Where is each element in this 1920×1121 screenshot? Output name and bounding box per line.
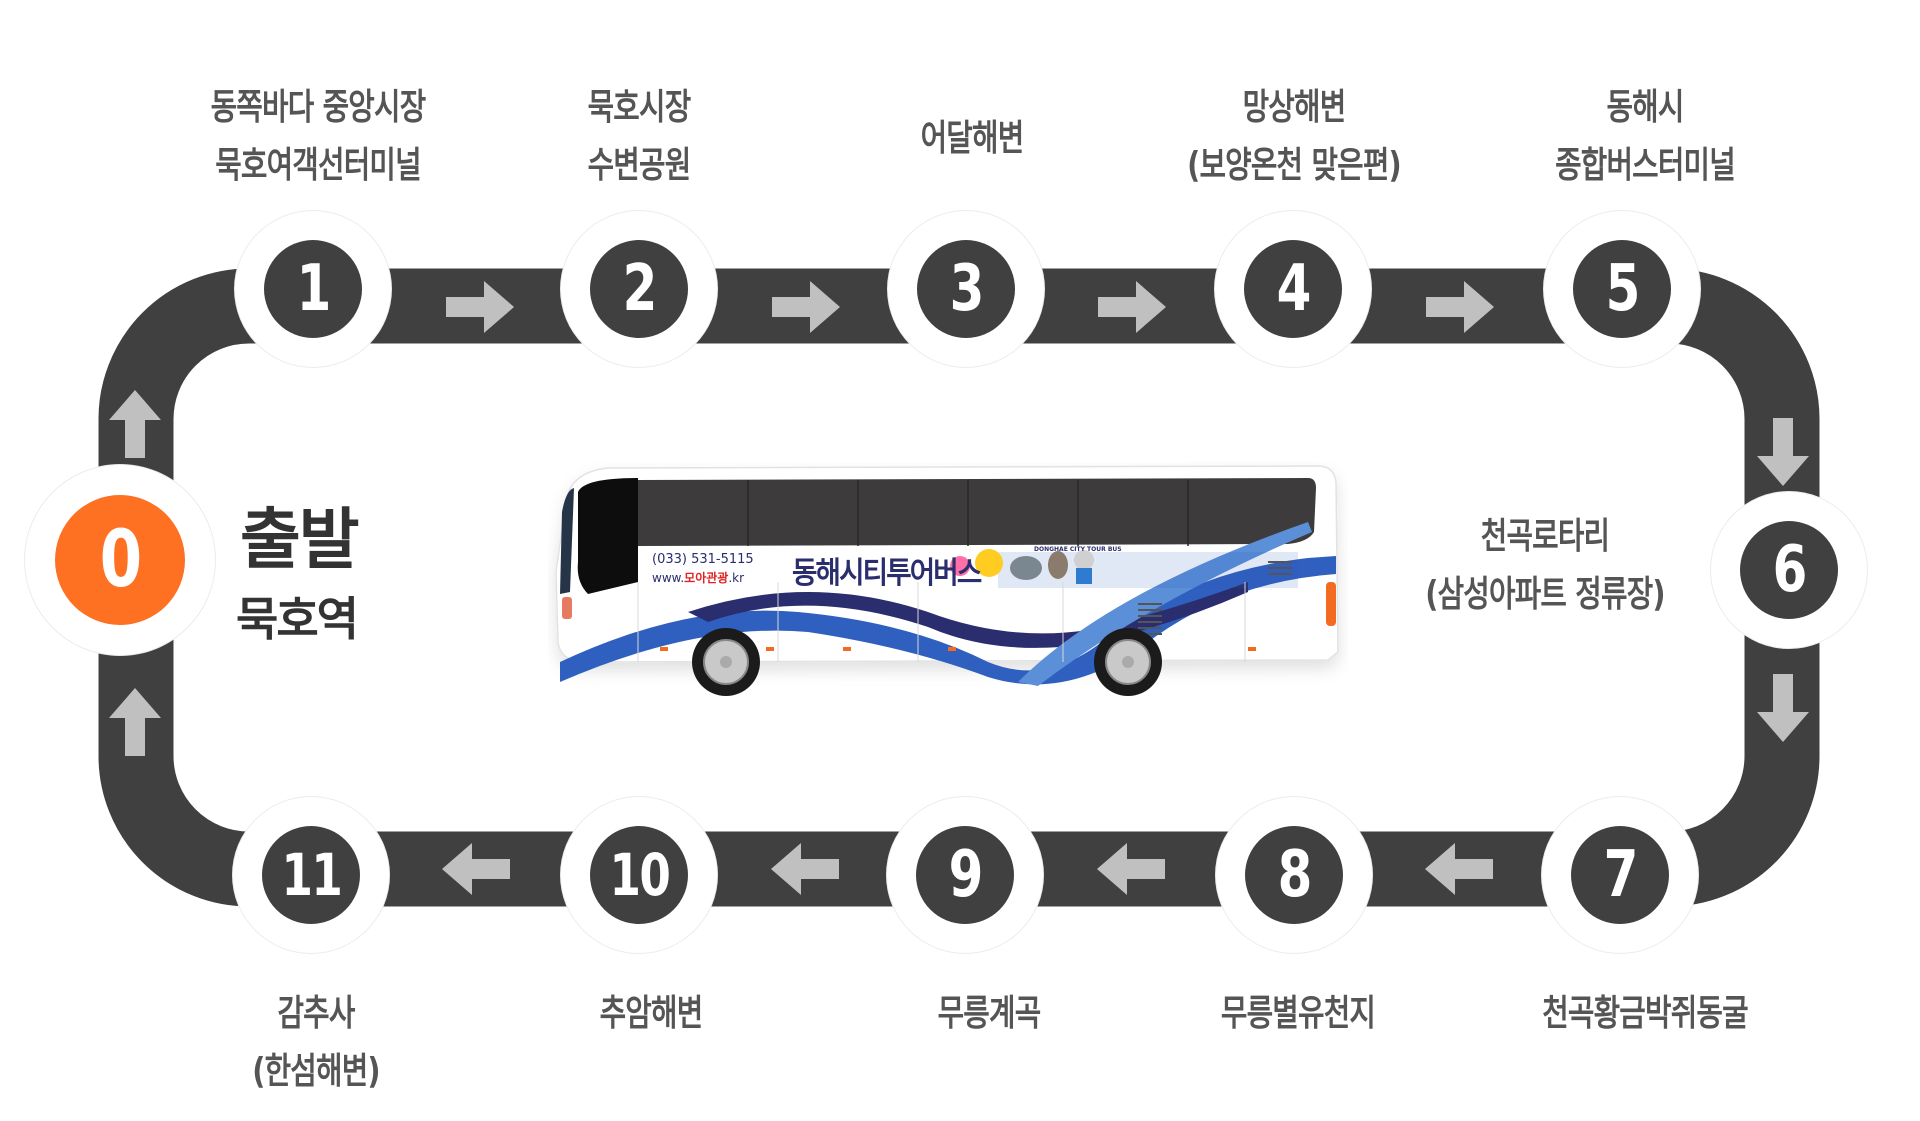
- stop-number-badge: 7: [1571, 826, 1669, 924]
- stop-label-line: 천곡로타리: [1480, 516, 1610, 557]
- stop-label-line: (한섬해변): [252, 1051, 380, 1092]
- bus-blue-stripe: [560, 556, 1336, 685]
- bus-website-suffix: .kr: [728, 571, 745, 585]
- right-arrow-icon: [1098, 281, 1166, 333]
- bus-front-wheel: [692, 628, 760, 696]
- stop-number: 6: [1772, 533, 1807, 607]
- stop-label-line: (삼성아파트 정류장): [1425, 574, 1665, 615]
- stop-4[interactable]: 4: [1215, 211, 1371, 367]
- stop-8[interactable]: 8: [1216, 797, 1372, 953]
- stop-6[interactable]: 6: [1711, 492, 1867, 648]
- stop-3[interactable]: 3: [888, 211, 1044, 367]
- stop-number-badge: 6: [1740, 521, 1838, 619]
- stop-1[interactable]: 1: [235, 211, 391, 367]
- city-tour-bus-illustration: (033) 531-5115 www.모아관광.kr 동해시티투어버스 DONG…: [548, 462, 1348, 702]
- start-title: 출발: [240, 501, 359, 578]
- stop-number-badge: 3: [917, 240, 1015, 338]
- bus-graphic: [555, 465, 1339, 696]
- stop-label-10: 추암해변: [599, 985, 704, 1043]
- bus-front-window: [577, 478, 638, 594]
- stop-label-line: 동쪽바다 중앙시장: [210, 87, 427, 128]
- stop-label-line: 어달해변: [920, 118, 1025, 159]
- left-arrow-icon: [1425, 843, 1493, 895]
- stop-number: 8: [1277, 838, 1312, 912]
- bus-vents: [1138, 561, 1292, 635]
- bus-website: www.모아관광.kr: [652, 569, 744, 586]
- bus-website-highlight: 모아관광: [684, 571, 729, 585]
- stop-5[interactable]: 5: [1544, 211, 1700, 367]
- up-arrow-icon: [109, 390, 161, 458]
- stop-label-4: 망상해변 (보양온천 맞은편): [1187, 79, 1402, 195]
- stop-10[interactable]: 10: [561, 797, 717, 953]
- down-arrow-icon: [1757, 674, 1809, 742]
- right-arrow-icon: [772, 281, 840, 333]
- right-arrow-icon: [1426, 281, 1494, 333]
- stop-number: 9: [948, 838, 983, 912]
- start-station: 묵호역: [236, 592, 359, 646]
- stop-number-badge: 9: [916, 826, 1014, 924]
- route-loop-road: [98, 268, 1820, 907]
- bus-website-prefix: www.: [652, 571, 685, 585]
- stop-label-line: 묵호시장: [587, 87, 692, 128]
- stop-number-badge: 5: [1573, 240, 1671, 338]
- bus-brand-title: 동해시티투어버스: [792, 556, 982, 591]
- stop-label-11: 감추사 (한섬해변): [252, 985, 380, 1101]
- stop-label-8: 무릉별유천지: [1220, 985, 1376, 1043]
- start-stop[interactable]: 0: [25, 465, 215, 655]
- stop-number-badge: 1: [264, 240, 362, 338]
- stop-2[interactable]: 2: [561, 211, 717, 367]
- left-arrow-icon: [442, 843, 510, 895]
- up-arrow-icon: [109, 688, 161, 756]
- stop-number-badge: 10: [590, 826, 688, 924]
- stop-label-7: 천곡황금박쥐동굴: [1542, 985, 1748, 1043]
- stop-number: 4: [1276, 252, 1311, 326]
- stop-number: 7: [1603, 838, 1638, 912]
- stop-label-line: 무릉계곡: [937, 993, 1042, 1034]
- bus-rear-wheel: [1094, 628, 1162, 696]
- start-stop-number: 0: [99, 515, 142, 605]
- stop-label-3: 어달해변: [920, 110, 1025, 168]
- stop-label-line: (보양온천 맞은편): [1187, 145, 1402, 186]
- stop-7[interactable]: 7: [1542, 797, 1698, 953]
- bus-mascots: [950, 549, 1094, 584]
- stop-label-line: 동해시: [1606, 87, 1684, 128]
- stop-number-badge: 8: [1245, 826, 1343, 924]
- stop-number-badge: 4: [1244, 240, 1342, 338]
- stop-9[interactable]: 9: [887, 797, 1043, 953]
- stop-label-line: 묵호여객선터미널: [215, 145, 421, 186]
- left-arrow-icon: [771, 843, 839, 895]
- right-arrow-icon: [446, 281, 514, 333]
- stop-label-9: 무릉계곡: [937, 985, 1042, 1043]
- left-arrow-icon: [1097, 843, 1165, 895]
- stop-number: 10: [609, 841, 670, 909]
- stop-number: 3: [949, 252, 984, 326]
- bus-light-stripe: [1018, 522, 1312, 686]
- stop-number-badge: 11: [262, 826, 360, 924]
- stop-number: 2: [622, 252, 657, 326]
- stop-label-line: 종합버스터미널: [1555, 145, 1736, 186]
- stop-label-line: 수변공원: [587, 145, 692, 186]
- bus-phone: (033) 531-5115: [652, 552, 754, 567]
- stop-11[interactable]: 11: [233, 797, 389, 953]
- down-arrow-icon: [1757, 418, 1809, 486]
- bus-brand-english: DONGHAE CITY TOUR BUS: [1034, 546, 1122, 553]
- stop-label-line: 천곡황금박쥐동굴: [1542, 993, 1748, 1034]
- stop-label-line: 추암해변: [599, 993, 704, 1034]
- start-stop-badge: 0: [55, 495, 185, 625]
- stop-number-badge: 2: [590, 240, 688, 338]
- bus-windows: [638, 478, 1316, 546]
- stop-number: 11: [281, 841, 342, 909]
- stop-label-line: 무릉별유천지: [1220, 993, 1376, 1034]
- stop-number: 1: [296, 252, 331, 326]
- stop-label-line: 감추사: [277, 993, 355, 1034]
- stop-label-line: 망상해변: [1242, 87, 1347, 128]
- stop-label-6: 천곡로타리 (삼성아파트 정류장): [1425, 508, 1665, 624]
- stop-number: 5: [1605, 252, 1640, 326]
